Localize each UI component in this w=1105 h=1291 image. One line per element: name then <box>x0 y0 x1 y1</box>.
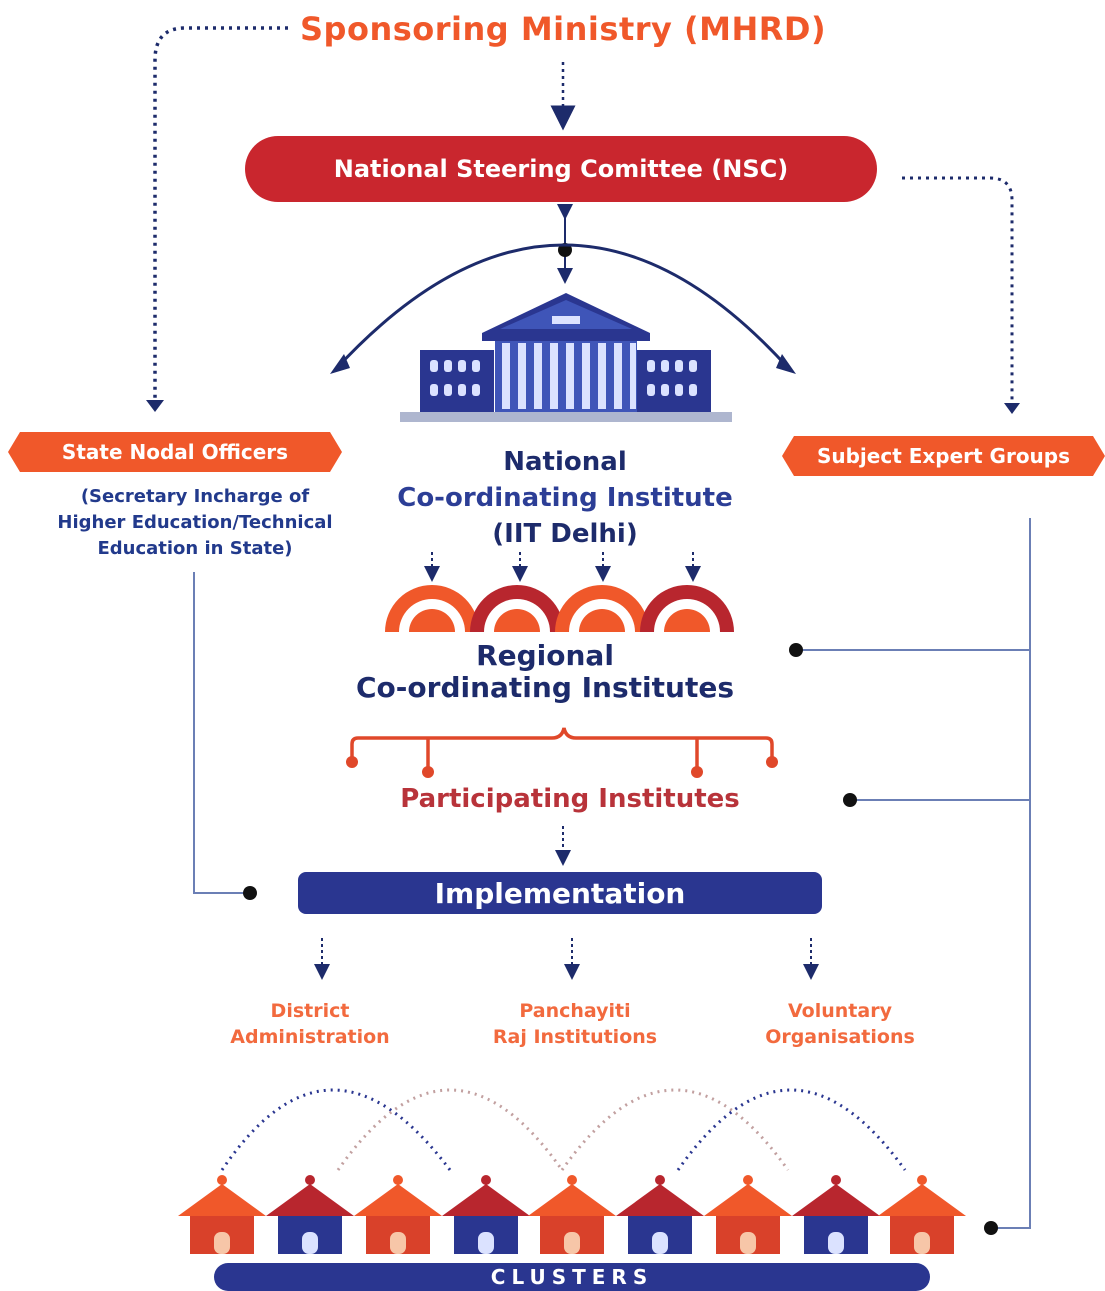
village-hut-icon <box>266 1175 354 1254</box>
village-hut-icon <box>178 1175 266 1254</box>
agency-line: Raj Institutions <box>492 1026 658 1048</box>
subject-expert-groups-label: Subject Expert Groups <box>816 444 1071 468</box>
nsc-to-expert-dotted-line <box>902 176 1014 402</box>
national-coordinating-institute: National Co-ordinating Institute (IIT De… <box>360 444 770 552</box>
implementation-bar: Implementation <box>298 872 822 914</box>
village-hut-icon <box>178 1175 966 1254</box>
state-nodal-officers-label: State Nodal Officers <box>61 440 289 464</box>
regional-institutes-arches <box>385 585 734 632</box>
nci-line: National <box>503 447 627 477</box>
implementation-to-agencies-arrows <box>314 938 819 980</box>
agency-line: Panchayiti <box>519 1000 631 1022</box>
nsc-label: National Steering Comittee (NSC) <box>333 155 789 183</box>
subject-expert-groups-tag: Subject Expert Groups <box>782 436 1105 476</box>
nci-line: Co-ordinating Institute <box>397 483 733 513</box>
nci-to-rci-arrows <box>424 552 701 582</box>
expert-vertical-line <box>993 518 1031 1229</box>
agency-district-administration: District Administration <box>210 998 410 1050</box>
rci-to-participating-bracket <box>350 727 774 770</box>
institute-building-icon <box>400 293 732 422</box>
state-nodal-subtitle-line: Education in State) <box>97 538 293 559</box>
village-hut-icon <box>878 1175 966 1254</box>
participating-institutes-label: Participating Institutes <box>400 784 740 814</box>
village-hut-icon <box>792 1175 880 1254</box>
agency-voluntary-organisations: Voluntary Organisations <box>740 998 940 1050</box>
village-hut-icon <box>528 1175 616 1254</box>
village-hut-icon <box>442 1175 530 1254</box>
agency-line: Voluntary <box>788 1000 892 1022</box>
rci-line: Co-ordinating Institutes <box>356 671 734 704</box>
arc-right-arrowhead <box>776 354 796 374</box>
state-nodal-officers-tag: State Nodal Officers <box>8 432 342 472</box>
implementation-label: Implementation <box>434 876 686 910</box>
village-hut-icon <box>704 1175 792 1254</box>
agency-line: District <box>270 1000 350 1022</box>
nci-arc <box>333 243 792 372</box>
regional-coordinating-institutes: Regional Co-ordinating Institutes <box>320 640 770 704</box>
state-nodal-subtitle-line: Higher Education/Technical <box>57 512 333 533</box>
village-hut-icon <box>616 1175 704 1254</box>
state-to-implementation-line <box>193 572 248 894</box>
clusters-bar: CLUSTERS <box>214 1263 930 1291</box>
agency-line: Organisations <box>765 1026 915 1048</box>
nsc-box: National Steering Comittee (NSC) <box>245 136 877 202</box>
cluster-link-arcs <box>220 1088 907 1171</box>
agency-panchayiti-raj: Panchayiti Raj Institutions <box>470 998 680 1050</box>
arc-left-arrowhead <box>330 354 350 374</box>
sponsor-to-state-dotted-line <box>153 26 288 398</box>
clusters-label: CLUSTERS <box>490 1265 654 1289</box>
state-nodal-subtitle-line: (Secretary Incharge of <box>80 486 310 507</box>
state-arrowhead <box>146 400 164 412</box>
village-hut-icon <box>354 1175 442 1254</box>
agency-line: Administration <box>230 1026 390 1048</box>
rci-line: Regional <box>476 639 614 672</box>
state-nodal-subtitle: (Secretary Incharge of Higher Education/… <box>20 484 370 562</box>
sponsoring-ministry-title: Sponsoring Ministry (MHRD) <box>300 10 827 48</box>
expert-arrowhead <box>1004 403 1020 414</box>
nci-line: (IIT Delhi) <box>492 519 638 549</box>
